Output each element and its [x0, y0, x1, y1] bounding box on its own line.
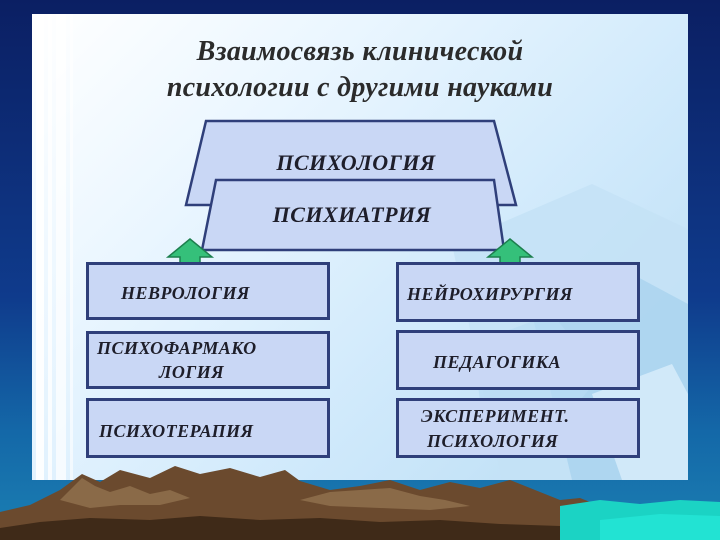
experimental-psychology-label-line-2: ПСИХОЛОГИЯ	[427, 431, 559, 451]
psychology-label: ПСИХОЛОГИЯ	[276, 150, 436, 175]
title-line-2: психологии с другими науками	[166, 72, 554, 103]
experimental-psychology-box: ЭКСПЕРИМЕНТ. ПСИХОЛОГИЯ	[396, 398, 640, 458]
psychopharmacology-label-line-1: ПСИХОФАРМАКО	[97, 338, 257, 358]
title-line-1: Взаимосвязь клинической	[196, 36, 524, 67]
neurology-box: НЕВРОЛОГИЯ	[86, 262, 330, 320]
psychotherapy-box: ПСИХОТЕРАПИЯ	[86, 398, 330, 458]
pedagogy-box: ПЕДАГОГИКА	[396, 330, 640, 390]
pedagogy-label: ПЕДАГОГИКА	[433, 352, 562, 372]
psychiatry-label: ПСИХИАТРИЯ	[272, 202, 432, 227]
slide-panel: Взаимосвязь клинической психологии с дру…	[32, 14, 688, 480]
neurosurgery-label: НЕЙРОХИРУРГИЯ	[407, 284, 573, 304]
decorative-stripes	[36, 14, 73, 480]
psychopharmacology-box: ПСИХОФАРМАКО ЛОГИЯ	[86, 331, 330, 389]
experimental-psychology-label-line-1: ЭКСПЕРИМЕНТ.	[421, 406, 570, 426]
psychopharmacology-label-line-2: ЛОГИЯ	[159, 362, 225, 382]
psychotherapy-label: ПСИХОТЕРАПИЯ	[99, 421, 254, 441]
neurosurgery-box: НЕЙРОХИРУРГИЯ	[396, 262, 640, 322]
neurology-label: НЕВРОЛОГИЯ	[121, 283, 250, 303]
